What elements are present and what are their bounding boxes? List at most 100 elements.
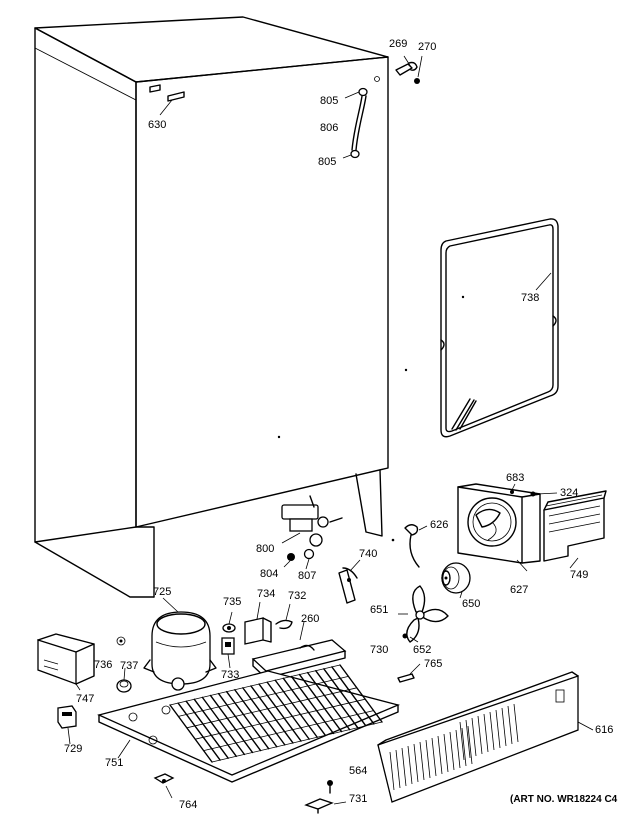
coil-tube <box>177 702 221 761</box>
label-630: 630 <box>148 119 167 131</box>
coil-wire <box>195 698 366 740</box>
label-729: 729 <box>64 743 83 755</box>
grille-slot <box>483 713 489 753</box>
label-738: 738 <box>521 292 540 304</box>
label-651: 651 <box>370 604 389 616</box>
grille-slot <box>437 735 443 775</box>
grille-slot <box>395 749 401 789</box>
part-751-base-pan <box>97 670 401 783</box>
part-734-overload <box>244 601 272 645</box>
grille-slot <box>477 715 483 755</box>
label-805-bottom: 805 <box>318 156 337 168</box>
grille-slot <box>413 743 419 783</box>
grille-slot <box>489 711 495 751</box>
part-738-gasket <box>440 218 559 438</box>
part-729-capacitor <box>57 705 77 745</box>
grille-slot <box>419 741 425 781</box>
coil-tube <box>274 679 318 738</box>
part-269-hook <box>395 55 423 84</box>
part-626-wire <box>404 524 428 568</box>
label-652: 652 <box>413 644 432 656</box>
label-650: 650 <box>462 598 481 610</box>
coil-tube <box>193 698 237 757</box>
label-749: 749 <box>570 569 589 581</box>
label-740: 740 <box>359 548 378 560</box>
coil-wire <box>169 664 341 706</box>
coil-tube <box>315 670 359 729</box>
coil-tube <box>339 664 383 723</box>
part-800-valve <box>281 495 343 570</box>
part-740-thermostat <box>338 559 361 604</box>
label-734: 734 <box>257 588 276 600</box>
grille-slot <box>467 725 473 765</box>
coil-wire <box>211 721 383 763</box>
label-725: 725 <box>153 586 172 598</box>
coil-tube <box>169 704 213 763</box>
part-749-board <box>543 490 607 569</box>
part-736-grommet <box>116 636 126 646</box>
label-626: 626 <box>430 519 449 531</box>
part-731-bracket <box>304 798 347 814</box>
label-270: 270 <box>418 41 437 53</box>
coil-tube <box>209 694 254 754</box>
label-735: 735 <box>223 596 242 608</box>
grille-slot <box>443 733 449 773</box>
grille-slot <box>507 705 513 745</box>
coil-wire <box>178 676 349 717</box>
grille-slot <box>401 747 407 787</box>
part-630-bracket <box>149 84 185 116</box>
part-765-clip <box>397 663 421 683</box>
coil-tube <box>298 673 343 733</box>
coil-tube <box>306 671 351 731</box>
label-564: 564 <box>349 765 368 777</box>
grille-slot <box>461 727 467 767</box>
grille-slot <box>501 707 507 747</box>
coil-tube <box>323 668 367 727</box>
part-764-clip <box>153 773 175 799</box>
coil-tube <box>185 700 229 759</box>
label-805-top: 805 <box>320 95 339 107</box>
grille-slot <box>513 703 519 743</box>
coil-tube <box>282 677 327 737</box>
grille-slot <box>471 717 477 757</box>
coil-tube <box>234 689 278 748</box>
label-747: 747 <box>76 693 95 705</box>
grille-slot <box>459 721 465 761</box>
coil-tube <box>217 692 262 752</box>
coil-tube <box>290 675 335 735</box>
coil-tube <box>225 690 270 750</box>
label-616: 616 <box>595 724 614 736</box>
part-735-relay <box>221 611 236 669</box>
grille-slot <box>495 709 501 749</box>
part-747-cover <box>37 633 95 691</box>
grille-slot <box>425 739 431 779</box>
label-733: 733 <box>221 669 240 681</box>
label-683: 683 <box>506 472 525 484</box>
coil-tube <box>331 666 375 725</box>
label-804: 804 <box>260 568 279 580</box>
coil-tube <box>258 683 302 742</box>
part-627-fan-shroud <box>457 483 541 572</box>
label-627: 627 <box>510 584 529 596</box>
label-736: 736 <box>94 659 113 671</box>
part-564-screw <box>327 780 333 794</box>
label-764: 764 <box>179 799 198 811</box>
part-806-tube <box>342 87 368 159</box>
part-732-clip <box>275 603 293 630</box>
label-806: 806 <box>320 122 339 134</box>
coil-tube <box>242 687 286 746</box>
grille-slot <box>449 731 455 771</box>
label-732: 732 <box>288 590 307 602</box>
label-800: 800 <box>256 543 275 555</box>
coil-tube <box>201 696 246 756</box>
part-260-drain-pan <box>251 621 347 679</box>
label-737: 737 <box>120 660 139 672</box>
part-650-motor <box>441 562 471 599</box>
label-751: 751 <box>105 757 124 769</box>
label-324: 324 <box>560 487 579 499</box>
part-725-compressor <box>143 597 217 691</box>
grille-slot <box>455 729 461 769</box>
part-737-grommet <box>116 667 132 693</box>
coil-wire <box>203 710 374 751</box>
